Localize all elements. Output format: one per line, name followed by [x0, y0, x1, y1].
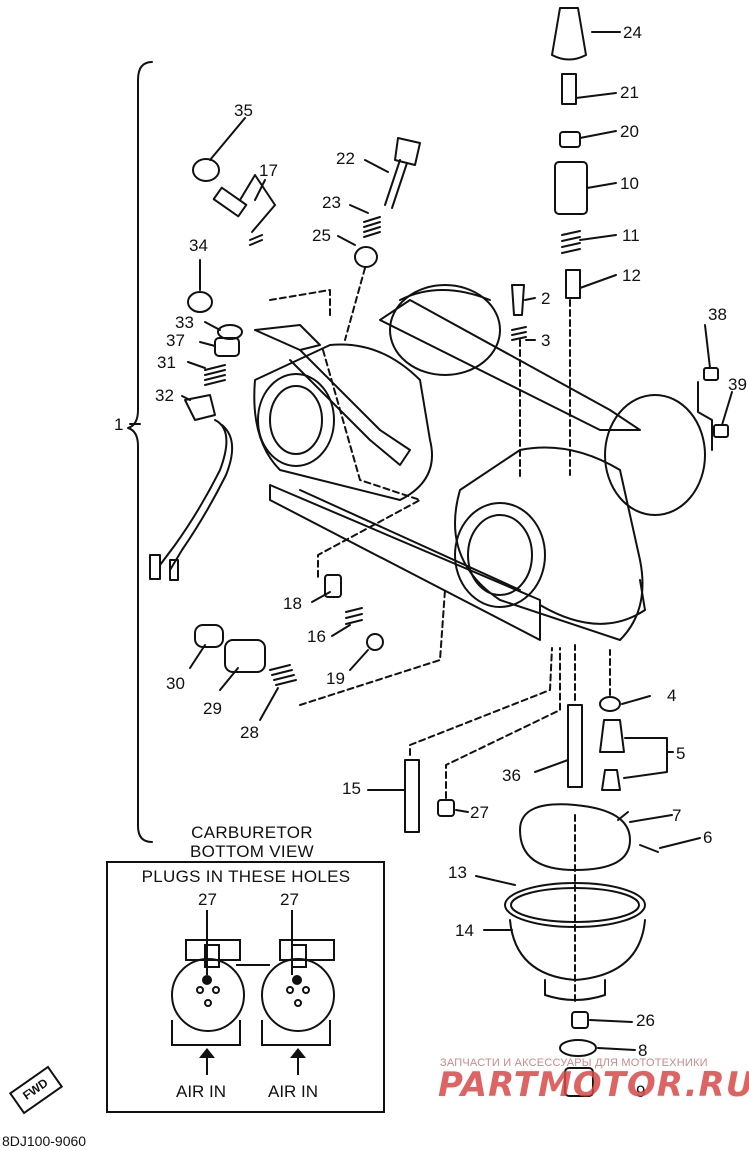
part-label-35: 35 [234, 101, 253, 120]
part-label-22: 22 [336, 149, 355, 168]
drawing-code: 8DJ100-9060 [2, 1133, 87, 1149]
bottom-view-inset [106, 861, 385, 1113]
part-label-24: 24 [623, 23, 642, 42]
part-label-3: 3 [541, 331, 551, 350]
part-label-11: 11 [622, 226, 640, 245]
part-label-27: 27 [470, 803, 489, 822]
plug-label-right: 27 [280, 890, 299, 909]
inset-box-heading: PLUGS IN THESE HOLES [141, 867, 351, 886]
watermark-tagline: ЗАПЧАСТИ И АКСЕССУАРЫ ДЛЯ МОТОТЕХНИКИ [440, 1057, 708, 1069]
part-label-16: 16 [307, 627, 326, 646]
part-label-26: 26 [636, 1011, 655, 1030]
part-label-14: 14 [455, 921, 474, 940]
part-label-32: 32 [155, 386, 174, 405]
right-carb-body [454, 446, 644, 641]
part-label-13: 13 [448, 863, 467, 882]
part-label-7: 7 [672, 806, 682, 825]
float-bowl [509, 919, 646, 981]
part-label-1: 1 [114, 415, 124, 434]
part-label-18: 18 [283, 594, 302, 613]
part-label-38: 38 [708, 305, 727, 324]
part-label-37: 37 [166, 331, 185, 350]
part-label-2: 2 [541, 289, 551, 308]
top-frame-rail [379, 299, 641, 431]
air-in-right-label: AIR IN [268, 1082, 319, 1101]
part-label-31: 31 [157, 353, 176, 372]
part-label-10: 10 [620, 174, 639, 193]
inset-title-line2: BOTTOM VIEW [190, 842, 314, 861]
part-label-6: 6 [703, 828, 713, 847]
assembly-bracket [127, 61, 153, 843]
part-label-25: 25 [312, 226, 331, 245]
part-label-23: 23 [322, 193, 341, 212]
bottom-frame-rail [269, 484, 541, 641]
part-label-28: 28 [240, 723, 259, 742]
part-label-4: 4 [667, 686, 677, 705]
part-label-17: 17 [259, 161, 278, 180]
part-label-34: 34 [189, 236, 208, 255]
part-label-29: 29 [203, 699, 222, 718]
part-label-30: 30 [166, 674, 185, 693]
part-label-20: 20 [620, 122, 639, 141]
part-label-8: 8 [638, 1041, 648, 1060]
part-label-12: 12 [622, 266, 641, 285]
plug-label-left: 27 [198, 890, 217, 909]
part-label-36: 36 [502, 766, 521, 785]
watermark-logo: PARTMOTOR.RU [438, 1065, 749, 1105]
part-label-19: 19 [326, 669, 345, 688]
air-in-left-label: AIR IN [176, 1082, 227, 1101]
part-label-5: 5 [676, 744, 686, 763]
part-label-21: 21 [620, 83, 639, 102]
float [519, 803, 631, 871]
part-label-39: 39 [728, 375, 747, 394]
part-label-15: 15 [342, 779, 361, 798]
part-label-9: 9 [636, 1082, 646, 1101]
inset-title-line1: CARBURETOR [191, 823, 313, 842]
part-label-33: 33 [175, 313, 194, 332]
